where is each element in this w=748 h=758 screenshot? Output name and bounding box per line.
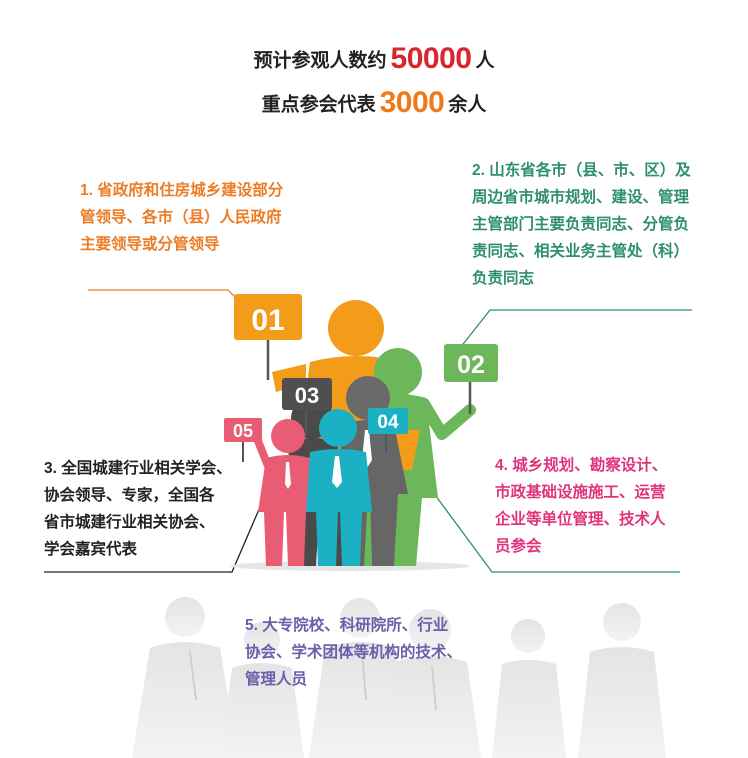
- category-3-line: 学会嘉宾代表: [44, 541, 138, 558]
- visitors-number: 50000: [390, 42, 472, 75]
- category-5-line: 管理人员: [245, 671, 308, 688]
- reps-prefix: 重点参会代表: [261, 94, 376, 116]
- reps-number: 3000: [379, 86, 445, 119]
- sign-02: 02: [444, 344, 498, 414]
- figure-pink: [252, 419, 314, 566]
- sign-01: 01: [234, 294, 302, 380]
- category-2-line: 2. 山东省各市（县、市、区）及: [472, 162, 691, 179]
- category-1: 1. 省政府和住房城乡建设部分 管领导、各市（县）人民政府 主要领导或分管领导: [80, 177, 320, 258]
- category-2: 2. 山东省各市（县、市、区）及 周边省市城市规划、建设、管理 主管部门主要负责…: [472, 157, 722, 292]
- visitors-prefix: 预计参观人数约: [253, 50, 387, 72]
- svg-text:02: 02: [457, 351, 485, 379]
- sign-01-label: 01: [251, 304, 284, 337]
- category-3-line: 省市城建行业相关协会、: [44, 514, 215, 531]
- category-2-line: 周边省市城市规划、建设、管理: [472, 189, 690, 206]
- category-4: 4. 城乡规划、勘察设计、 市政基础设施施工、运营 企业等单位管理、技术人 员参…: [495, 452, 695, 560]
- category-2-line: 责同志、相关业务主管处（科）: [472, 243, 690, 260]
- category-1-line: 1. 省政府和住房城乡建设部分: [80, 182, 284, 199]
- category-4-line: 4. 城乡规划、勘察设计、: [495, 457, 668, 474]
- category-2-line: 主管部门主要负责同志、分管负: [472, 216, 690, 233]
- svg-text:04: 04: [377, 412, 399, 433]
- category-5: 5. 大专院校、科研院所、行业 协会、学术团体等机构的技术、 管理人员: [245, 612, 475, 693]
- category-4-line: 员参会: [495, 538, 542, 555]
- category-4-line: 企业等单位管理、技术人: [495, 511, 666, 528]
- reps-suffix: 余人: [448, 94, 487, 116]
- sign-04: 04: [368, 408, 408, 452]
- svg-text:03: 03: [295, 383, 319, 408]
- category-2-line: 负责同志: [472, 270, 535, 287]
- category-5-line: 协会、学术团体等机构的技术、: [245, 644, 463, 661]
- category-3: 3. 全国城建行业相关学会、 协会领导、专家，全国各 省市城建行业相关协会、 学…: [44, 455, 254, 563]
- figure-teal: [306, 409, 372, 566]
- category-4-line: 市政基础设施施工、运营: [495, 484, 666, 501]
- connector-4: [423, 479, 680, 573]
- category-1-line: 管领导、各市（县）人民政府: [80, 209, 282, 226]
- sign-05: 05: [224, 418, 262, 462]
- category-5-line: 5. 大专院校、科研院所、行业: [245, 617, 449, 634]
- sign-03: 03: [282, 378, 332, 436]
- category-1-line: 主要领导或分管领导: [80, 236, 220, 253]
- visitors-suffix: 人: [475, 50, 495, 72]
- category-3-line: 协会领导、专家，全国各: [44, 487, 215, 504]
- svg-text:05: 05: [233, 421, 253, 441]
- category-3-line: 3. 全国城建行业相关学会、: [44, 460, 232, 477]
- connector-2: [459, 309, 692, 349]
